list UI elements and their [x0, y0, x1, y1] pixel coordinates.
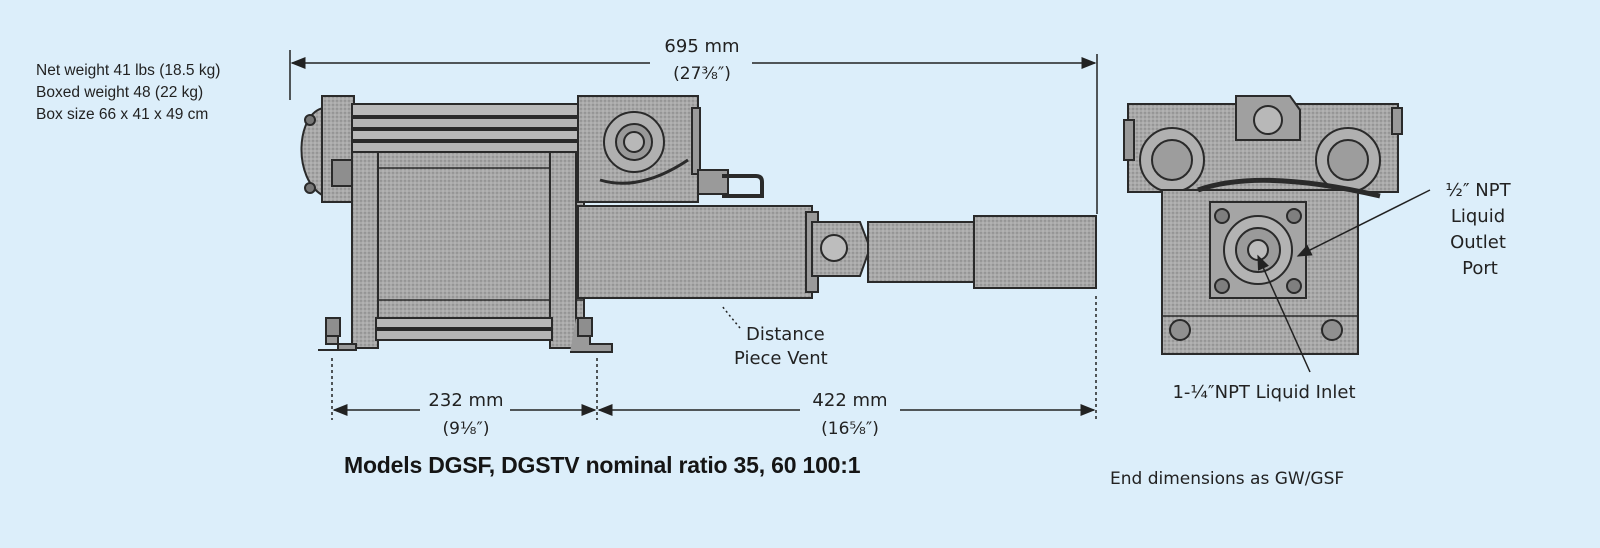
- upper-tube-2: [351, 117, 581, 129]
- spec-block: Net weight 41 lbs (18.5 kg) Boxed weight…: [36, 60, 220, 126]
- models-title: Models DGSF, DGSTV nominal ratio 35, 60 …: [344, 452, 861, 478]
- upper-tube-3: [351, 129, 581, 141]
- flange-plate-left: [351, 151, 379, 349]
- hydraulic-barrel: [577, 205, 813, 299]
- right-in-label: (16⁵⁄₈″): [821, 419, 879, 439]
- end-dimensions-caption: End dimensions as GW/GSF: [1110, 469, 1345, 489]
- left-mm-label: 232 mm: [428, 390, 503, 411]
- main-cylinder: [355, 151, 585, 323]
- upper-tube-1: [351, 103, 581, 117]
- overall-in-label: (27³⁄₈″): [673, 64, 731, 84]
- plunger-rod: [867, 221, 977, 283]
- end-view-leaders: [1257, 189, 1431, 373]
- plunger-head: [973, 215, 1097, 289]
- end-view: [1123, 95, 1403, 355]
- vent-label-1: Distance: [746, 324, 825, 345]
- boxed-weight-text: Boxed weight 48 (22 kg): [36, 84, 204, 101]
- right-mm-label: 422 mm: [812, 390, 887, 411]
- net-weight-text: Net weight 41 lbs (18.5 kg): [36, 62, 221, 79]
- dimension-lines: [289, 50, 1098, 420]
- outlet-label-3: Outlet: [1450, 232, 1506, 253]
- left-in-label: (9¹⁄₈″): [443, 419, 490, 439]
- dome-cap: [300, 106, 325, 198]
- outlet-label-2: Liquid: [1451, 206, 1505, 227]
- vent-label-2: Piece Vent: [734, 348, 828, 369]
- upper-tube-4: [351, 141, 581, 153]
- flange-plate-right: [549, 151, 577, 349]
- overall-mm-label: 695 mm: [664, 36, 739, 57]
- outlet-label-1: ½″ NPT: [1445, 180, 1511, 201]
- side-view: [300, 95, 1097, 353]
- box-size-text: Box size 66 x 41 x 49 cm: [36, 106, 209, 123]
- outlet-label-4: Port: [1462, 258, 1498, 279]
- inlet-label: 1-¼″NPT Liquid Inlet: [1172, 382, 1355, 403]
